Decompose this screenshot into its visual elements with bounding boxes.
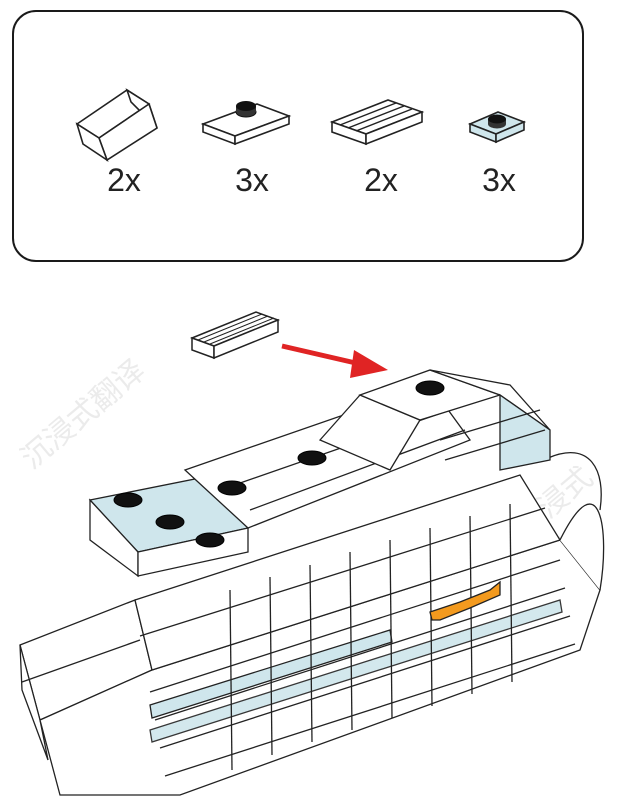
part-slope-brick: 2x: [69, 82, 179, 212]
plate-with-stud-icon: [200, 101, 292, 146]
assembly-illustration: [19, 311, 605, 796]
part-qty: 2x: [364, 162, 398, 198]
part-qty: 3x: [482, 162, 516, 198]
placement-arrow-icon: [281, 343, 388, 378]
part-grille-tile: 2x: [326, 82, 436, 212]
light-blue-plate-icon: [467, 111, 527, 144]
part-plate-with-stud: 3x: [197, 82, 307, 212]
ship-model: [19, 452, 605, 796]
grille-tile-icon: [329, 99, 425, 146]
part-qty: 2x: [107, 162, 141, 198]
grille-tile-icon: [189, 311, 281, 360]
part-qty: 3x: [235, 162, 269, 198]
slope-brick-icon: [75, 88, 158, 162]
parts-list-box: 2x 3x 2x 3x: [12, 10, 584, 262]
studs: [113, 380, 445, 548]
part-light-blue-plate: 3x: [444, 82, 554, 212]
